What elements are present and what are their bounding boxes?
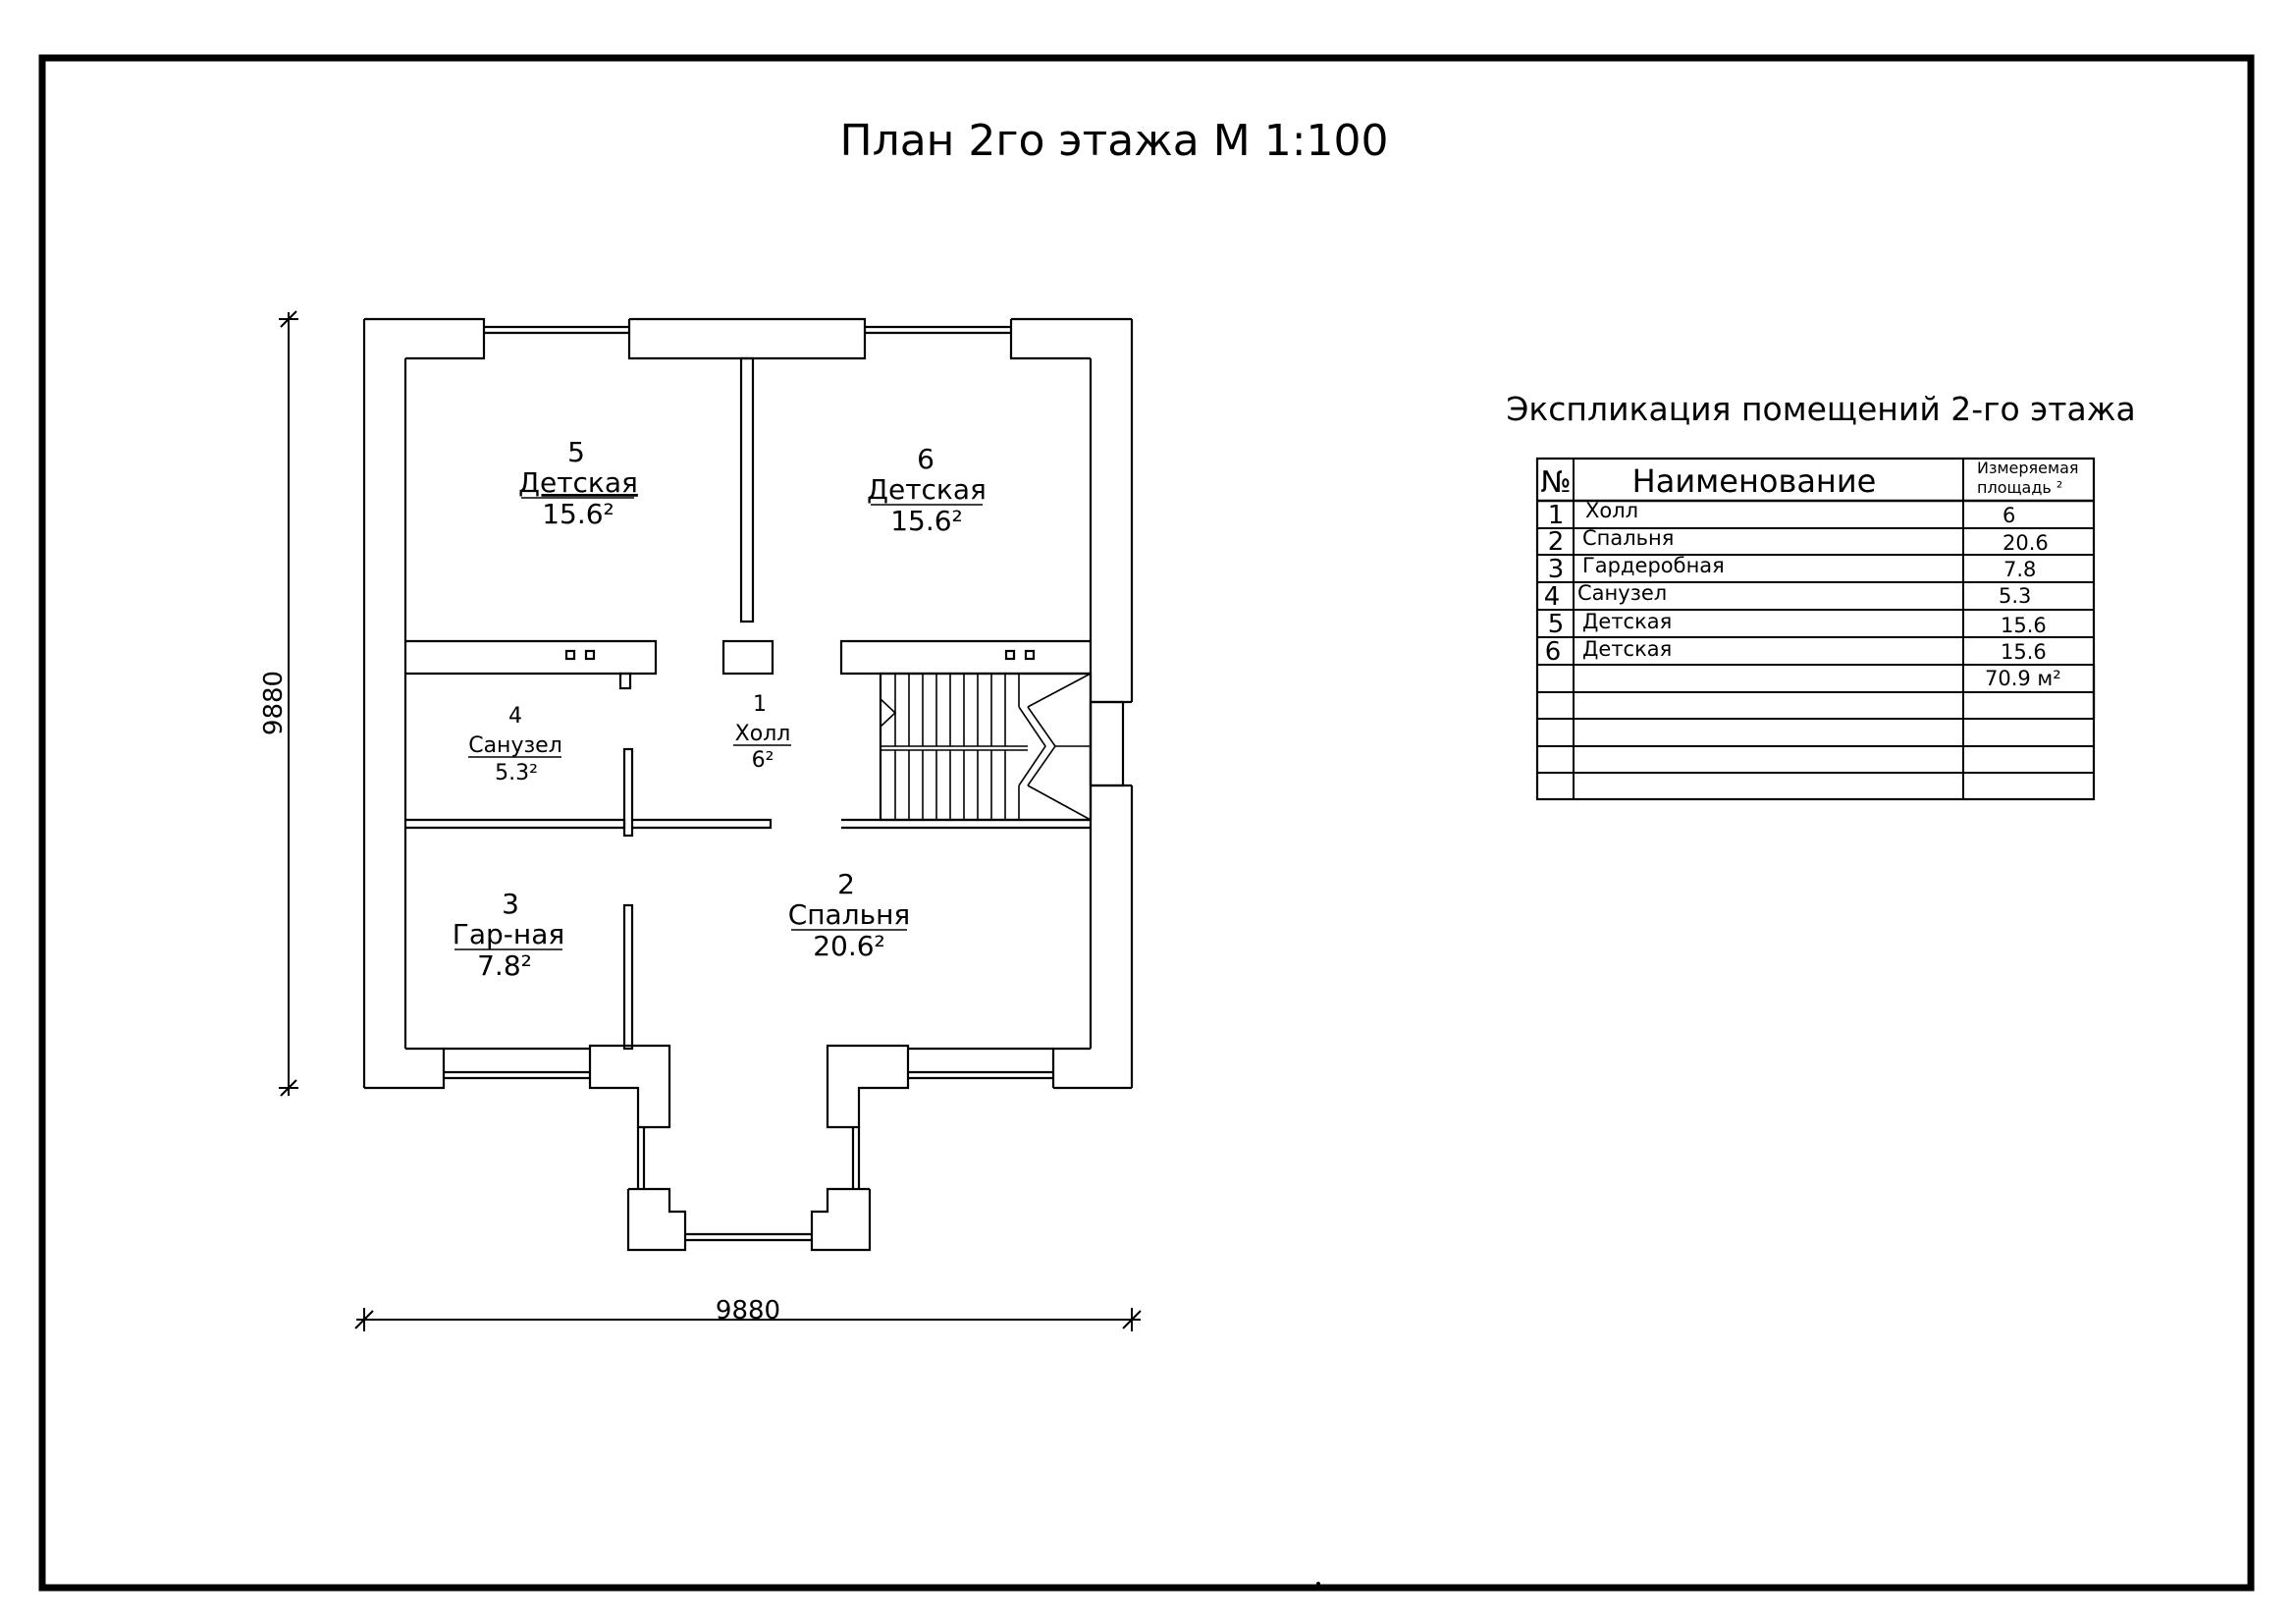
- row-name: Гардеробная: [1582, 554, 1725, 577]
- sheet-frame: [38, 54, 2255, 1592]
- room-number: 5: [567, 436, 585, 468]
- table-row: 5 Детская 15.6: [1548, 610, 2047, 639]
- dimension-vertical-label: 9880: [259, 671, 289, 735]
- row-name: Спальня: [1582, 526, 1674, 550]
- exterior-wall: [362, 317, 1134, 1252]
- sheet-mark: [1316, 1582, 1320, 1586]
- table-header-num: №: [1540, 465, 1571, 500]
- room-name: Спальня: [788, 898, 911, 931]
- room-area: 15.6²: [542, 498, 614, 530]
- row-num: 3: [1548, 555, 1565, 584]
- room-label-5: 5 Детская 15.6²: [518, 436, 638, 530]
- row-num: 4: [1544, 582, 1561, 612]
- row-area: 6: [2002, 504, 2015, 527]
- row-name: Детская: [1582, 637, 1672, 661]
- dimension-vertical: [279, 310, 298, 1097]
- room-label-6: 6 Детская 15.6²: [867, 443, 987, 537]
- room-area: 15.6²: [890, 505, 963, 537]
- room-name: Гар-ная: [453, 918, 564, 950]
- row-num: 1: [1548, 501, 1565, 530]
- room-label-1: 1 Холл 6²: [733, 692, 791, 773]
- table-row: 1 Холл 6: [1548, 499, 2016, 530]
- room-area: 6²: [752, 748, 774, 773]
- table-row: 3 Гардеробная 7.8: [1548, 554, 2037, 584]
- row-num: 6: [1545, 637, 1562, 667]
- room-label-2: 2 Спальня 20.6²: [788, 868, 911, 962]
- dimension-horizontal: [354, 1308, 1142, 1331]
- row-area: 15.6: [2001, 614, 2047, 637]
- table-row: 4 Санузел 5.3: [1544, 581, 2032, 612]
- room-label-4: 4 Санузел 5.3²: [468, 704, 562, 785]
- explication-title: Экспликация помещений 2-го этажа: [1506, 390, 2135, 428]
- room-name: Детская: [518, 466, 638, 499]
- row-num: 5: [1548, 610, 1565, 639]
- table-total: 70.9 м²: [1985, 667, 2061, 690]
- row-name: Холл: [1585, 499, 1638, 522]
- explication-table: [1535, 457, 2096, 801]
- room-number: 2: [837, 868, 855, 900]
- room-area: 20.6²: [813, 930, 885, 962]
- table-row: 2 Спальня 20.6: [1548, 526, 2049, 557]
- row-area: 15.6: [2001, 640, 2047, 664]
- dimension-horizontal-label: 9880: [716, 1296, 780, 1326]
- row-area: 5.3: [1999, 584, 2031, 608]
- plan-title: План 2го этажа М 1:100: [839, 116, 1388, 166]
- table-header-area-2: площадь ²: [1977, 478, 2062, 497]
- room-name: Детская: [867, 473, 987, 506]
- staircase: [879, 672, 1093, 822]
- table-row: 6 Детская 15.6: [1545, 637, 2047, 667]
- table-header-area-1: Измеряемая: [1977, 459, 2079, 477]
- table-header-name: Наименование: [1632, 462, 1877, 500]
- room-number: 1: [753, 692, 767, 717]
- room-name: Санузел: [468, 733, 562, 758]
- row-num: 2: [1548, 527, 1565, 557]
- row-area: 20.6: [2002, 531, 2049, 555]
- room-area: 7.8²: [477, 949, 532, 982]
- floor-plan: [362, 317, 1134, 1252]
- row-name: Детская: [1582, 610, 1672, 633]
- row-name: Санузел: [1577, 581, 1667, 605]
- room-number: 3: [502, 888, 519, 920]
- room-name: Холл: [735, 722, 791, 746]
- room-area: 5.3²: [495, 761, 538, 785]
- room-label-3: 3 Гар-ная 7.8²: [453, 888, 564, 982]
- room-number: 6: [917, 443, 934, 475]
- room-number: 4: [508, 704, 522, 729]
- row-area: 7.8: [2003, 558, 2036, 581]
